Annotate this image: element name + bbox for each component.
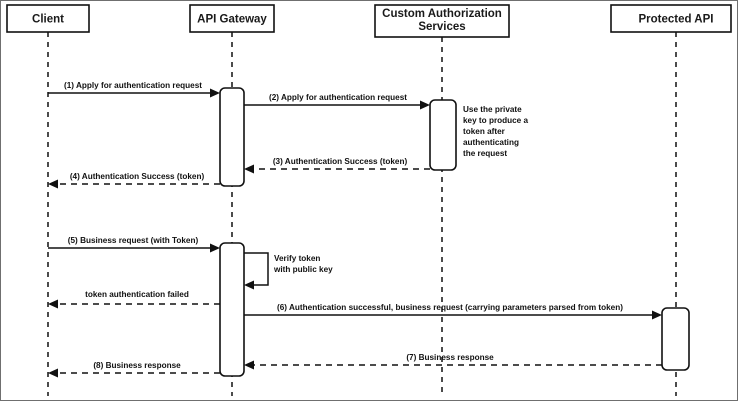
note-private-key-line-1: Use the private (463, 105, 522, 114)
participant-box-protected-api (610, 4, 732, 33)
participant-box-client (6, 4, 90, 33)
note-private-key-line-3: token after (463, 127, 506, 136)
message-self-verify-token[interactable]: Verify token with public key (244, 252, 333, 290)
message-8-label: (8) Business response (93, 361, 181, 370)
message-1-arrowhead (210, 88, 220, 98)
message-6[interactable]: (6) Authentication successful, business … (244, 303, 662, 320)
participant-label-api-gateway: API Gateway (197, 14, 267, 26)
message-token-authentication-failed[interactable]: token authentication failed (48, 290, 220, 309)
participant-label-client: Client (32, 14, 64, 26)
message-4-label: (4) Authentication Success (token) (70, 172, 205, 181)
message-5-label: (5) Business request (with Token) (68, 236, 199, 245)
message-2-arrowhead (420, 100, 430, 110)
message-5-arrowhead (210, 243, 220, 253)
message-6-arrowhead (652, 310, 662, 320)
message-2-label: (2) Apply for authentication request (269, 93, 407, 102)
message-self-label-line2: with public key (273, 265, 333, 274)
note-private-key-line-2: key to produce a (463, 116, 529, 125)
message-8[interactable]: (8) Business response (48, 361, 220, 378)
activation-custom-auth (429, 99, 457, 171)
note-private-key-line-5: the request (463, 149, 507, 158)
note-private-key: Use the private key to produce a token a… (463, 105, 529, 158)
message-1[interactable]: (1) Apply for authentication request (48, 81, 220, 98)
participant-protected-api[interactable]: Protected API (610, 4, 732, 33)
message-1-label: (1) Apply for authentication request (64, 81, 202, 90)
message-self-arrowhead (244, 280, 254, 290)
activation-api-gateway-auth (219, 87, 245, 187)
message-7-arrowhead (244, 360, 254, 370)
message-7[interactable]: (7) Business response (244, 353, 662, 370)
activation-api-gateway-business (219, 242, 245, 377)
message-fail-label: token authentication failed (85, 290, 189, 299)
message-self-label-line1: Verify token (274, 254, 320, 263)
participant-custom-auth[interactable]: Custom Authorization Services (374, 4, 510, 38)
activation-protected-api (661, 307, 690, 371)
participant-box-api-gateway (189, 4, 275, 33)
message-2[interactable]: (2) Apply for authentication request (244, 93, 430, 110)
message-3-label: (3) Authentication Success (token) (273, 157, 408, 166)
participant-label-protected-api: Protected API (639, 14, 714, 26)
message-4-arrowhead (48, 179, 58, 189)
message-8-arrowhead (48, 368, 58, 378)
message-4[interactable]: (4) Authentication Success (token) (48, 172, 220, 189)
message-5[interactable]: (5) Business request (with Token) (48, 236, 220, 253)
participant-client[interactable]: Client (6, 4, 90, 33)
message-6-label: (6) Authentication successful, business … (277, 303, 623, 312)
message-7-label: (7) Business response (406, 353, 494, 362)
participant-api-gateway[interactable]: API Gateway (189, 4, 275, 33)
message-fail-arrowhead (48, 299, 58, 309)
message-3-arrowhead (244, 164, 254, 174)
participant-box-custom-auth (374, 4, 510, 38)
message-3[interactable]: (3) Authentication Success (token) (244, 157, 430, 174)
participant-label-custom-auth-line1: Custom Authorization (382, 8, 502, 20)
note-private-key-line-4: authenticating (463, 138, 519, 147)
participant-label-custom-auth-line2: Services (418, 21, 465, 33)
message-self-line (244, 252, 269, 286)
